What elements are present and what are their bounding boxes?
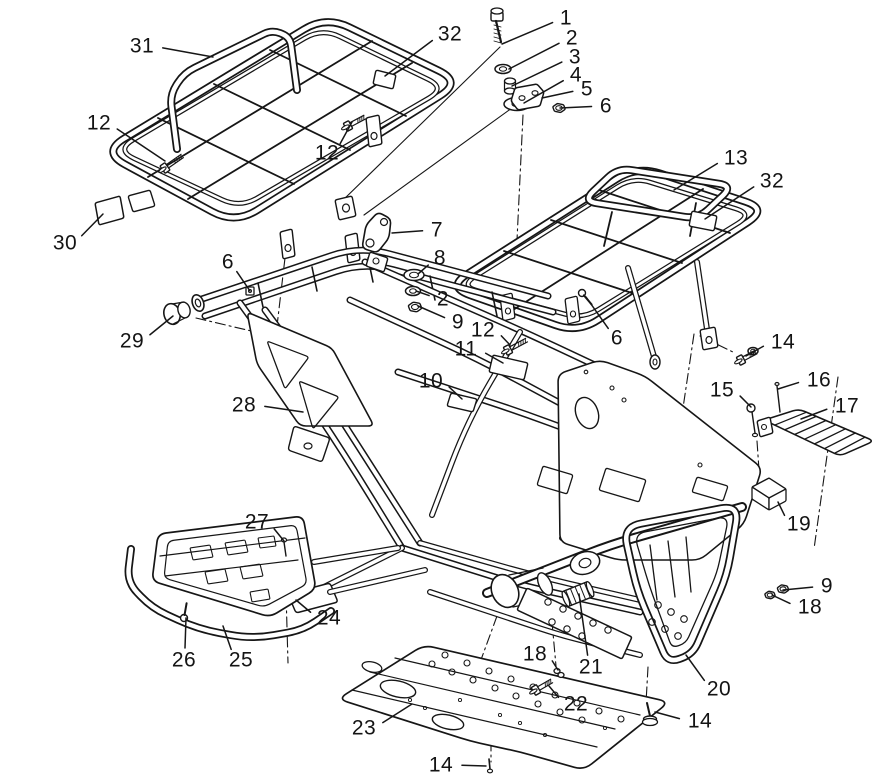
frame-artwork (94, 18, 873, 769)
hardware-parts (158, 7, 790, 774)
leader-lines (80, 21, 828, 767)
